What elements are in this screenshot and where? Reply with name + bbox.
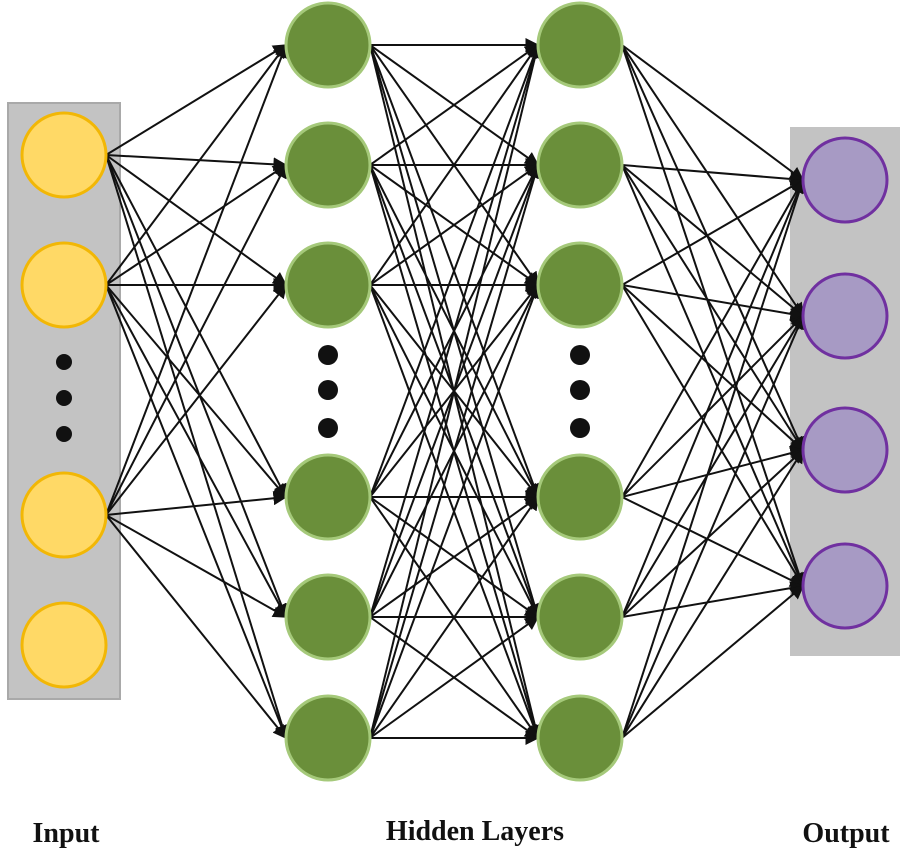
hidden1-ellipsis-dot-2: [318, 380, 338, 400]
connection-hidden2-4-output-3: [621, 581, 805, 618]
connection-hidden1-5-hidden2-3: [369, 495, 539, 739]
hidden-layers-label: Hidden Layers: [386, 816, 564, 847]
input-node-4: [20, 601, 108, 689]
connection-hidden2-2-output-3: [621, 284, 804, 588]
connection-hidden1-3-hidden2-0: [369, 43, 541, 498]
connection-hidden1-5-hidden2-0: [369, 43, 542, 739]
connection-input-0-hidden1-3: [105, 154, 287, 499]
output-node-3: [801, 406, 889, 494]
hidden2-node-3: [536, 241, 624, 329]
connection-input-0-hidden1-4: [105, 154, 288, 619]
connections: [105, 38, 806, 745]
hidden1-node-1: [284, 1, 372, 89]
connection-input-1-hidden1-5: [105, 284, 288, 740]
hidden1-node-4: [284, 453, 372, 541]
connection-hidden2-1-output-1: [621, 164, 805, 317]
connection-hidden2-5-output-0: [621, 178, 806, 739]
connection-input-2-hidden1-3: [105, 491, 288, 516]
connection-hidden2-3-output-2: [621, 446, 805, 498]
hidden1-node-6: [284, 694, 372, 782]
input-node-1: [20, 111, 108, 199]
neurons: [20, 1, 889, 782]
connection-hidden2-0-output-1: [621, 44, 804, 318]
connection-hidden2-5-output-1: [621, 314, 805, 739]
connection-hidden2-2-output-2: [621, 284, 805, 451]
connection-input-1-hidden1-1: [105, 164, 288, 286]
connection-hidden1-1-hidden2-0: [369, 44, 540, 166]
hidden1-ellipsis-dot-3: [318, 418, 338, 438]
output-node-2: [801, 272, 889, 360]
input-node-2: [20, 241, 108, 329]
input-ellipsis-dot-3: [56, 426, 72, 442]
connection-hidden2-0-output-0: [621, 44, 805, 181]
ellipsis-dots: [56, 345, 590, 442]
connection-input-1-hidden1-4: [105, 284, 287, 619]
hidden2-node-4: [536, 453, 624, 541]
connection-hidden1-2-hidden2-0: [369, 43, 539, 286]
hidden2-ellipsis-dot-2: [570, 380, 590, 400]
connection-input-2-hidden1-2: [105, 283, 287, 516]
connection-hidden2-1-output-2: [621, 164, 804, 452]
connection-hidden2-4-output-0: [621, 178, 805, 618]
connection-hidden2-5-output-2: [621, 448, 804, 739]
hidden1-node-2: [284, 121, 372, 209]
connection-hidden2-2-output-0: [621, 179, 805, 286]
connection-hidden2-0-output-3: [621, 44, 806, 588]
hidden1-node-3: [284, 241, 372, 329]
hidden2-node-5: [536, 573, 624, 661]
connection-input-2-hidden1-4: [105, 514, 288, 618]
hidden1-ellipsis-dot-1: [318, 345, 338, 365]
connection-hidden2-3-output-1: [621, 315, 804, 498]
connection-input-1-hidden1-3: [105, 284, 287, 499]
connection-input-0-hidden1-2: [105, 154, 288, 286]
connection-hidden2-4-output-2: [621, 449, 805, 618]
connection-hidden1-5-hidden2-1: [369, 163, 542, 739]
output-node-4: [801, 542, 889, 630]
output-node-1: [801, 136, 889, 224]
connection-input-2-hidden1-0: [105, 43, 289, 516]
input-label: Input: [33, 818, 101, 849]
connection-input-1-hidden1-0: [105, 43, 287, 286]
connection-hidden2-2-output-1: [621, 284, 805, 321]
input-ellipsis-dot-1: [56, 354, 72, 370]
connection-hidden1-4-hidden2-3: [369, 496, 540, 618]
output-label: Output: [802, 818, 890, 849]
connection-hidden2-3-output-3: [621, 496, 805, 587]
connection-hidden1-5-hidden2-4: [369, 616, 540, 739]
hidden2-ellipsis-dot-3: [570, 418, 590, 438]
input-node-3: [20, 471, 108, 559]
hidden2-node-2: [536, 121, 624, 209]
connection-hidden1-4-hidden2-0: [369, 43, 542, 618]
connection-hidden2-1-output-3: [621, 164, 805, 588]
hidden2-node-6: [536, 694, 624, 782]
connection-input-0-hidden1-0: [105, 44, 288, 156]
connection-hidden2-0-output-2: [621, 44, 805, 452]
connection-hidden2-5-output-3: [621, 585, 805, 739]
connection-hidden1-2-hidden2-1: [369, 164, 540, 286]
connection-hidden2-4-output-1: [621, 314, 804, 618]
input-ellipsis-dot-2: [56, 390, 72, 406]
connection-input-0-hidden1-1: [105, 154, 288, 172]
hidden1-node-5: [284, 573, 372, 661]
connection-hidden1-5-hidden2-2: [369, 283, 541, 739]
connection-input-2-hidden1-1: [105, 163, 287, 516]
connection-input-0-hidden1-5: [105, 154, 289, 740]
hidden2-ellipsis-dot-1: [570, 345, 590, 365]
connection-hidden2-3-output-0: [621, 178, 804, 498]
connection-input-2-hidden1-5: [105, 514, 287, 740]
connection-hidden2-1-output-0: [621, 164, 805, 186]
hidden2-node-1: [536, 1, 624, 89]
